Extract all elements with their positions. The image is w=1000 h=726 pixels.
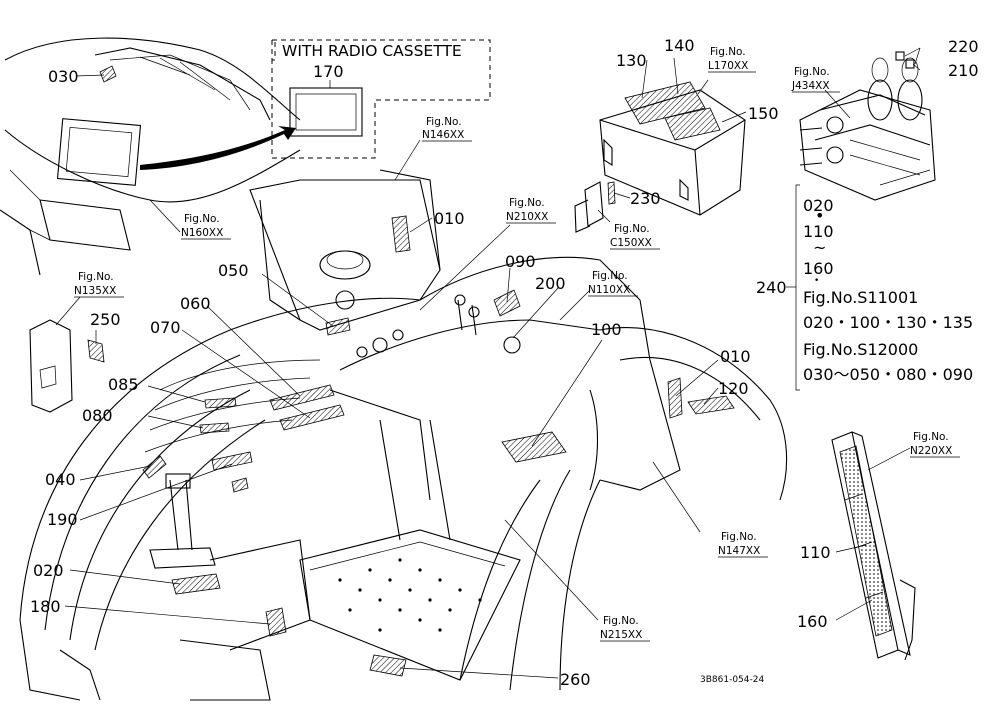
- bracket-c150-drawing: [574, 181, 616, 233]
- svg-text:Fig.No.: Fig.No.: [592, 270, 628, 282]
- part-090-label: 090: [505, 252, 536, 271]
- svg-text:Fig.No.: Fig.No.: [794, 66, 830, 78]
- part-070-label: 070: [150, 318, 181, 337]
- svg-text:J434XX: J434XX: [791, 80, 830, 92]
- part-010b-label: 010: [720, 347, 751, 366]
- part-170-label: 170: [313, 62, 344, 81]
- legend-line-4: Fig.No.S11001: [803, 288, 918, 307]
- svg-text:N147XX: N147XX: [718, 545, 760, 557]
- svg-text:N135XX: N135XX: [74, 285, 116, 297]
- part-220-label: 220: [948, 37, 979, 56]
- valve-assembly-drawing: [799, 51, 936, 201]
- part-140-label: 140: [664, 36, 695, 55]
- svg-text:Fig.No.: Fig.No.: [913, 431, 949, 443]
- svg-text:L170XX: L170XX: [708, 60, 748, 72]
- part-010-label: 010: [434, 209, 465, 228]
- fig-ref-n147: Fig.No. N147XX: [718, 531, 768, 558]
- panel-n135-drawing: [29, 319, 105, 413]
- svg-text:C150XX: C150XX: [610, 237, 652, 249]
- svg-text:N215XX: N215XX: [600, 629, 642, 641]
- fig-ref-c150: Fig.No. C150XX: [610, 223, 660, 250]
- legend-line-3: 160: [803, 259, 834, 278]
- legend-line-6: Fig.No.S12000: [803, 340, 918, 359]
- part-085-label: 085: [108, 375, 139, 394]
- legend-line-2: 110: [803, 222, 834, 241]
- part-180-label: 180: [30, 597, 61, 616]
- legend-tilde: ~: [813, 238, 826, 257]
- svg-text:N210XX: N210XX: [506, 211, 548, 223]
- radio-cassette-box: [271, 39, 491, 159]
- roof-box-drawing: [599, 81, 746, 216]
- cab-interior-drawing: [19, 169, 788, 701]
- part-240-label: 240: [756, 278, 787, 297]
- svg-text:N220XX: N220XX: [910, 445, 952, 457]
- fig-ref-n135: Fig.No. N135XX: [74, 271, 124, 298]
- svg-text:N110XX: N110XX: [588, 284, 630, 296]
- svg-text:Fig.No.: Fig.No.: [426, 116, 462, 128]
- part-210-label: 210: [948, 61, 979, 80]
- part-060-label: 060: [180, 294, 211, 313]
- part-120-label: 120: [718, 379, 749, 398]
- part-040-label: 040: [45, 470, 76, 489]
- part-110-label: 110: [800, 543, 831, 562]
- fig-ref-n110: Fig.No. N110XX: [588, 270, 638, 297]
- side-strip-drawing: [831, 431, 916, 661]
- part-030-label: 030: [48, 67, 79, 86]
- part-020-label: 020: [33, 561, 64, 580]
- fig-ref-n210: Fig.No. N210XX: [506, 197, 556, 224]
- fig-ref-n215: Fig.No. N215XX: [600, 615, 650, 642]
- leader-lines: [55, 47, 921, 679]
- legend-line-7: 030～050・080・090: [803, 365, 973, 384]
- part-200-label: 200: [535, 274, 566, 293]
- part-150-label: 150: [748, 104, 779, 123]
- fig-ref-n220: Fig.No. N220XX: [910, 431, 960, 458]
- part-250-label: 250: [90, 310, 121, 329]
- svg-text:Fig.No.: Fig.No.: [603, 615, 639, 627]
- svg-text:Fig.No.: Fig.No.: [614, 223, 650, 235]
- fig-ref-n160: Fig.No. N160XX: [181, 213, 231, 240]
- svg-text:Fig.No.: Fig.No.: [710, 46, 746, 58]
- legend-line-5: 020・100・130・135: [803, 313, 973, 332]
- svg-text:Fig.No.: Fig.No.: [184, 213, 220, 225]
- svg-text:Fig.No.: Fig.No.: [78, 271, 114, 283]
- part-230-label: 230: [630, 189, 661, 208]
- part-080-label: 080: [82, 406, 113, 425]
- svg-text:Fig.No.: Fig.No.: [721, 531, 757, 543]
- legend-dot-2: •: [814, 276, 819, 286]
- drawing-code: 3B861-054-24: [700, 675, 764, 685]
- fig-ref-n146: Fig.No. N146XX: [422, 116, 472, 142]
- svg-text:N160XX: N160XX: [181, 227, 223, 239]
- legend-line-1: 020: [803, 196, 834, 215]
- fig-ref-l170: Fig.No. L170XX: [708, 46, 756, 73]
- svg-text:N146XX: N146XX: [422, 129, 464, 141]
- svg-text:Fig.No.: Fig.No.: [509, 197, 545, 209]
- part-160-label: 160: [797, 612, 828, 631]
- part-050-label: 050: [218, 261, 249, 280]
- part-190-label: 190: [47, 510, 78, 529]
- decal-markers: [142, 215, 735, 677]
- part-260-label: 260: [560, 670, 591, 689]
- radio-box-title: WITH RADIO CASSETTE: [282, 42, 462, 60]
- legend-dot-1: •: [815, 206, 824, 225]
- applicability-legend: 020 • 110 ~ 160 • Fig.No.S11001 020・100・…: [803, 196, 973, 384]
- part-130-label: 130: [616, 51, 647, 70]
- part-100-label: 100: [591, 320, 622, 339]
- fig-ref-j434: Fig.No. J434XX: [791, 66, 840, 93]
- cab-roof-drawing: [0, 37, 301, 276]
